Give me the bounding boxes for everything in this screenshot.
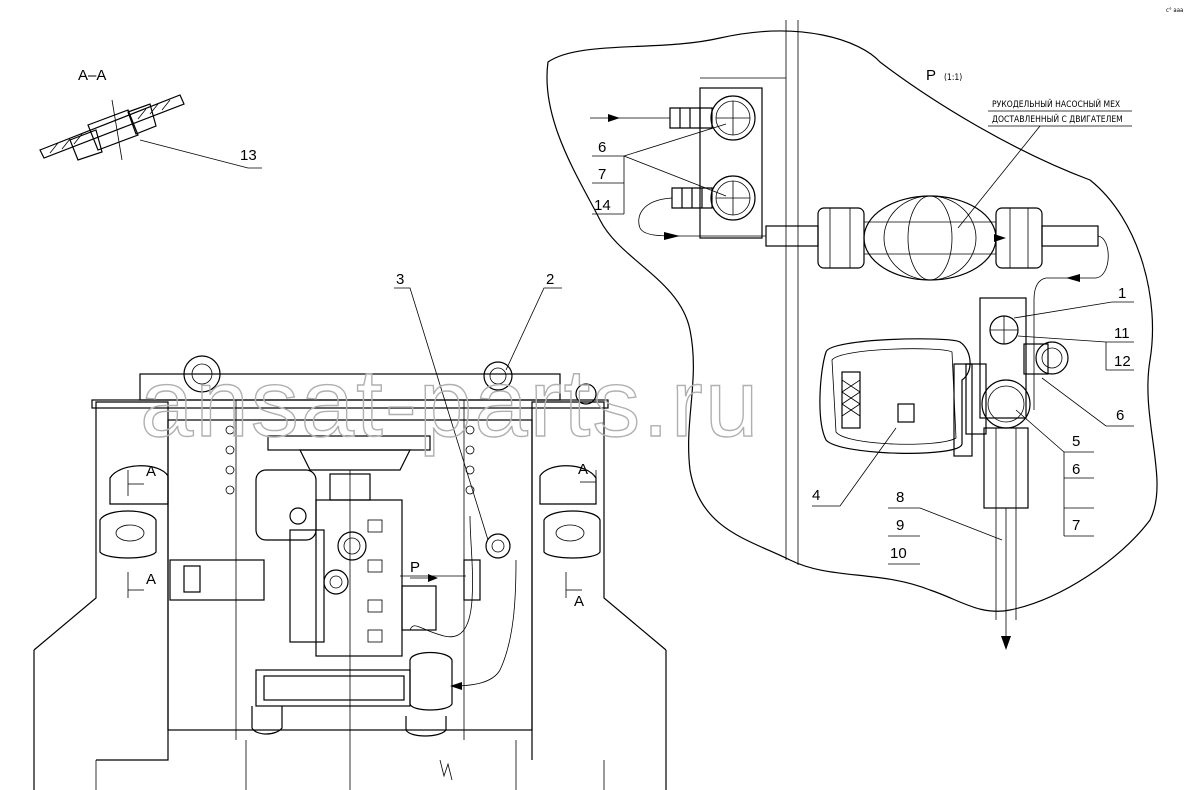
callout-6-lower: 6 xyxy=(1072,461,1080,478)
callout-14: 14 xyxy=(594,197,611,214)
callout-10: 10 xyxy=(890,545,907,562)
callout-7-upper: 7 xyxy=(598,166,606,183)
note-line-1: РУКОДЕЛЬНЫЙ НАСОСНЫЙ МЕХ xyxy=(992,98,1120,110)
callout-2: 2 xyxy=(546,271,554,288)
filter-valve-assembly xyxy=(965,297,1069,650)
callout-6-upper: 6 xyxy=(598,139,606,156)
detail-view-label: P xyxy=(926,67,936,84)
main-engine-bay-view: A A A A P 3 2 xyxy=(33,271,667,790)
callout-8: 8 xyxy=(896,489,904,506)
callout-13: 13 xyxy=(240,147,257,164)
section-mark-a-left-bottom: A xyxy=(146,571,156,588)
section-a-a-view: A–A 13 xyxy=(39,67,262,169)
watermark: ansat-parts.ru xyxy=(140,350,760,457)
callout-11: 11 xyxy=(1114,325,1130,342)
callout-4: 4 xyxy=(812,487,820,504)
section-label: A–A xyxy=(78,67,106,84)
view-mark-p: P xyxy=(410,559,420,576)
corner-mark: с° ааа xyxy=(1166,7,1183,14)
callout-7-lower: 7 xyxy=(1072,517,1080,534)
note-line-2: ДОСТАВЛЕННЫЙ С ДВИГАТЕЛЕМ xyxy=(992,113,1123,125)
section-mark-a-right-top: A xyxy=(578,461,588,478)
section-mark-a-right-bottom: A xyxy=(574,593,584,610)
callout-5: 5 xyxy=(1072,433,1080,450)
callout-1: 1 xyxy=(1118,285,1126,302)
section-mark-a-left-top: A xyxy=(146,463,156,480)
callout-6-right: 6 xyxy=(1116,407,1124,424)
detail-view-p: P (1:1) РУКОДЕЛЬНЫЙ НАСОСНЫЙ МЕХ ДОСТАВЛ… xyxy=(546,20,1158,650)
callouts-detail: 6 7 14 1 11 12 6 5 6 7 xyxy=(592,123,1134,565)
callout-9: 9 xyxy=(896,517,904,534)
callout-3: 3 xyxy=(396,271,404,288)
bulb-pump xyxy=(765,195,1099,281)
bracket xyxy=(819,338,973,457)
callout-12: 12 xyxy=(1114,353,1131,370)
detail-view-scale: (1:1) xyxy=(944,73,962,83)
engine xyxy=(255,435,437,657)
